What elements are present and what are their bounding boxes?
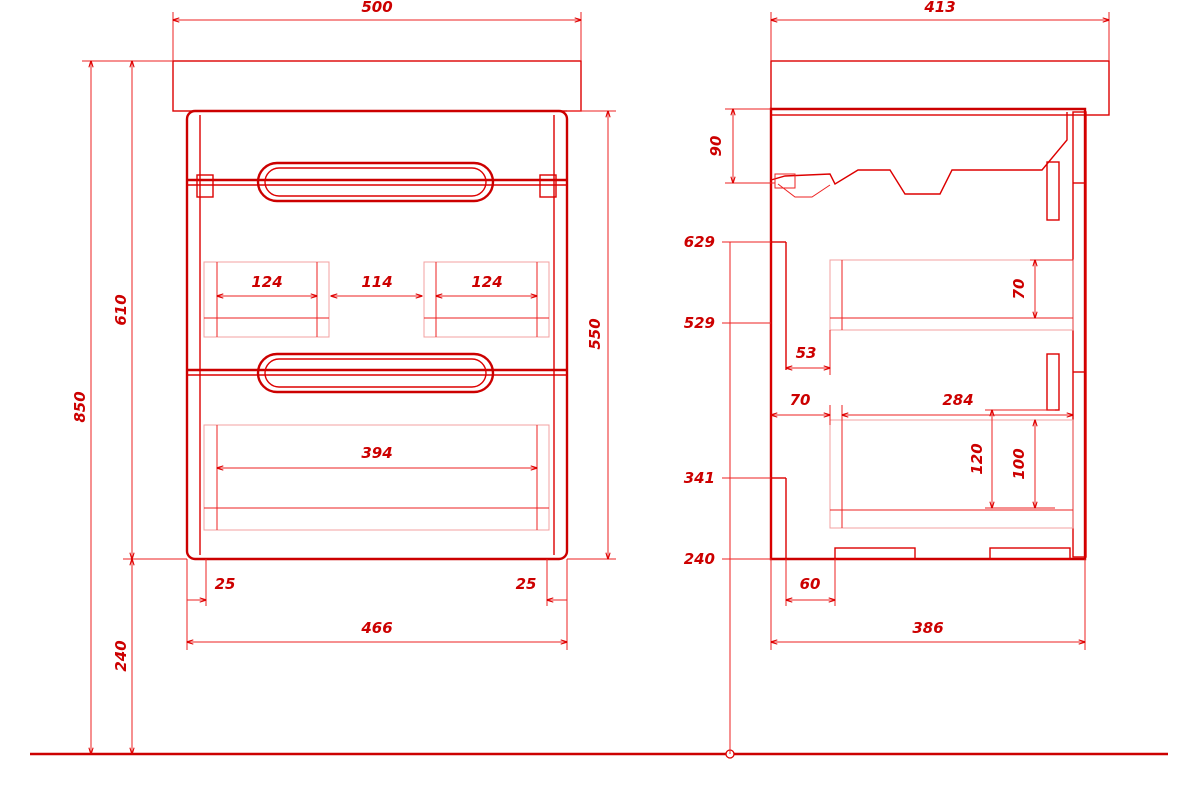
side-view [769,60,1110,561]
dim-top-clearance: 90 [707,136,725,157]
mark-341: 341 [684,469,715,487]
dim-lower-drawer-width: 394 [361,444,392,462]
dim-height-body: 610 [112,294,130,325]
dim-side-right: 25 [516,575,537,593]
dim-height-legs: 240 [112,640,130,671]
dim-lower-offset: 70 [790,391,811,409]
front-view [172,60,582,561]
front-dimensions: 500 850 610 240 550 124 114 124 394 25 [71,0,616,754]
dim-height-total: 850 [71,391,89,422]
lower-inner-box [203,424,550,531]
dim-inner-left: 124 [251,273,282,291]
front-cabinet-body [185,109,569,561]
dim-body-depth: 386 [912,619,943,637]
dim-side-left: 25 [215,575,236,593]
dim-lower-drawer-inner: 100 [1010,448,1028,479]
dim-leg-offset: 60 [800,575,821,593]
dim-inner-offset: 53 [796,344,817,362]
dim-depth-top: 413 [923,0,955,16]
dim-drawer-depth: 284 [942,391,973,409]
lower-drawer-handle [256,352,495,394]
dim-lower-drawer-outer: 120 [968,443,986,474]
upper-drawer-handle [256,161,495,203]
side-top-slab [770,60,1110,116]
dim-width-total: 500 [361,0,392,16]
sink-profile [770,112,1068,195]
dim-body-width: 466 [360,619,392,637]
front-top-slab [172,60,582,112]
side-cabinet-body [769,107,1087,561]
dim-inner-middle: 114 [361,273,392,291]
dim-inner-right: 124 [471,273,502,291]
upper-left-box [203,261,330,338]
dim-height-drawers: 550 [586,318,604,349]
mark-629: 629 [684,233,715,251]
dim-upper-drawer-height: 70 [1010,279,1028,300]
side-dimensions: 413 90 629 529 341 240 53 70 70 [684,0,1109,754]
mark-529: 529 [684,314,715,332]
upper-right-box [423,261,550,338]
mark-240: 240 [684,550,715,568]
